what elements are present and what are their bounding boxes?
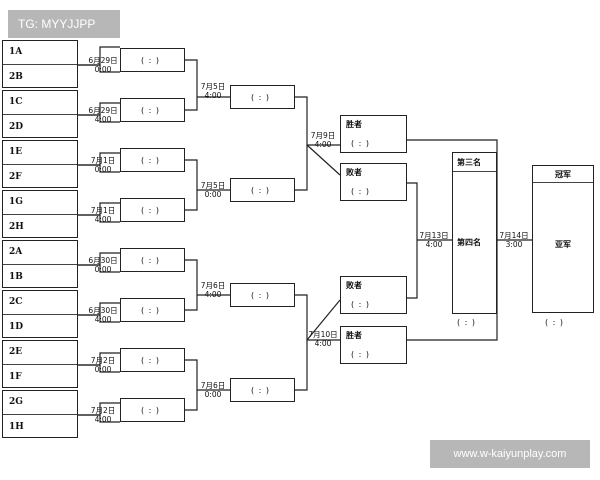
qf-score-box: ( : ) (230, 378, 295, 402)
r1-score-box: ( : ) (120, 98, 185, 122)
team-name: 2B (9, 72, 23, 82)
team-name: 1B (9, 272, 23, 282)
r1-score-box: ( : ) (120, 398, 185, 422)
team-name: 2C (9, 297, 23, 307)
team-name: 1E (9, 147, 23, 157)
winner-label: 胜者 (346, 120, 362, 129)
sf2-loser-box: 败者 ( : ) (340, 276, 407, 314)
qf-score-box: ( : ) (230, 85, 295, 109)
team-pair-4: 1G 2H (2, 190, 78, 238)
runner-up-label: 亚军 (555, 240, 571, 249)
team-name: 2H (9, 222, 24, 232)
team-pair-8: 2G 1H (2, 390, 78, 438)
sf2-winner-box: 胜者 ( : ) (340, 326, 407, 364)
winner-label: 胜者 (346, 331, 362, 340)
r1-score-box: ( : ) (120, 248, 185, 272)
team-pair-5: 2A 1B (2, 240, 78, 288)
team-name: 1D (9, 322, 24, 332)
qf-score-box: ( : ) (230, 283, 295, 307)
team-pair-1: 1A 2B (2, 40, 78, 88)
team-name: 1G (9, 197, 23, 207)
team-pair-3: 1E 2F (2, 140, 78, 188)
score-text: ( : ) (351, 300, 371, 309)
third-place-box: 第三名 第四名 (452, 152, 497, 314)
qf-score-box: ( : ) (230, 178, 295, 202)
team-name: 1F (9, 372, 22, 382)
r1-score-box: ( : ) (120, 348, 185, 372)
sf1-winner-box: 胜者 ( : ) (340, 115, 407, 153)
score-text: ( : ) (351, 139, 371, 148)
champion-label: 冠军 (555, 170, 571, 179)
r1-score-box: ( : ) (120, 198, 185, 222)
final-box: 冠军 亚军 (532, 165, 594, 313)
final-score: ( : ) (545, 318, 565, 327)
score-text: ( : ) (351, 350, 371, 359)
third-place-score: ( : ) (457, 318, 477, 327)
team-name: 2E (9, 347, 23, 357)
team-name: 1C (9, 97, 23, 107)
score-text: ( : ) (351, 187, 371, 196)
fourth-label: 第四名 (457, 238, 481, 247)
team-name: 2F (9, 172, 22, 182)
team-pair-6: 2C 1D (2, 290, 78, 338)
team-name: 1A (9, 47, 23, 57)
r1-score-box: ( : ) (120, 148, 185, 172)
loser-label: 败者 (346, 281, 362, 290)
r1-score-box: ( : ) (120, 48, 185, 72)
watermark-bottom-text: www.w-kaiyunplay.com (453, 448, 567, 460)
team-name: 2D (9, 122, 24, 132)
third-label: 第三名 (457, 158, 481, 167)
sf1-loser-box: 败者 ( : ) (340, 163, 407, 201)
team-pair-7: 2E 1F (2, 340, 78, 388)
r1-score-box: ( : ) (120, 298, 185, 322)
team-name: 2A (9, 247, 23, 257)
team-name: 1H (9, 422, 24, 432)
team-name: 2G (9, 397, 23, 407)
loser-label: 败者 (346, 168, 362, 177)
watermark-top-badge: TG: MYYJJPP (8, 10, 120, 38)
team-pair-2: 1C 2D (2, 90, 78, 138)
watermark-bottom-badge: www.w-kaiyunplay.com (430, 440, 590, 468)
watermark-top-text: TG: MYYJJPP (18, 17, 96, 31)
